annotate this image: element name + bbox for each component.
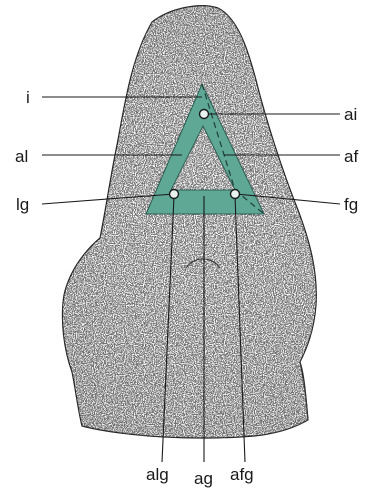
label-af: af	[344, 148, 358, 165]
label-ai: ai	[344, 106, 357, 123]
label-alg: alg	[146, 466, 169, 483]
label-ag: ag	[194, 470, 213, 487]
point-ai	[200, 110, 209, 119]
label-afg: afg	[230, 466, 254, 483]
label-fg: fg	[344, 196, 358, 213]
label-lg: lg	[16, 196, 29, 213]
point-afg	[231, 190, 240, 199]
label-i: i	[26, 89, 30, 106]
point-alg	[170, 190, 179, 199]
label-al: al	[15, 148, 28, 165]
